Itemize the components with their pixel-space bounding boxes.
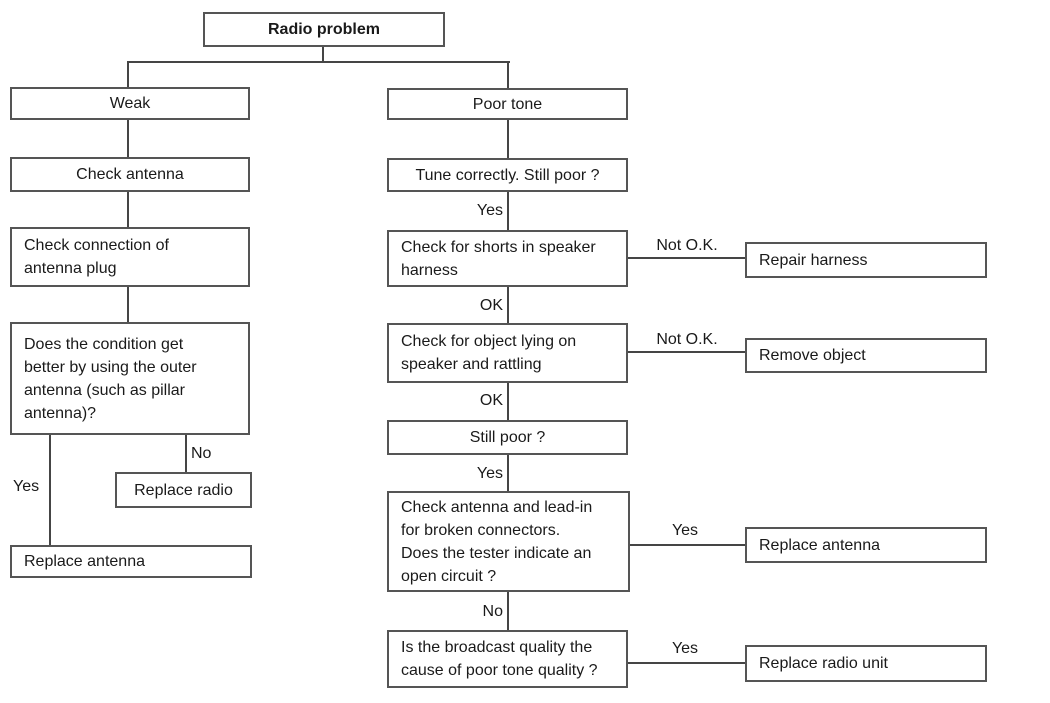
edge-label-ok: OK — [455, 391, 503, 410]
connector-poortone-tune — [507, 120, 509, 158]
node-tune-correctly: Tune correctly. Still poor ? — [387, 158, 628, 192]
node-still-poor: Still poor ? — [387, 420, 628, 455]
connector-condition-no — [185, 435, 187, 472]
connector-leadin-broadcast — [507, 592, 509, 630]
connector-object-remove — [628, 351, 745, 353]
connector-root-split — [128, 61, 510, 63]
connector-root-stub — [322, 47, 324, 62]
edge-label-yes: Yes — [640, 639, 730, 658]
connector-check-antenna-plug — [127, 192, 129, 227]
node-radio-problem: Radio problem — [203, 12, 445, 47]
connector-object-stillpoor — [507, 383, 509, 420]
node-poor-tone: Poor tone — [387, 88, 628, 120]
node-replace-antenna-right: Replace antenna — [745, 527, 987, 563]
node-remove-object: Remove object — [745, 338, 987, 373]
connector-shorts-repair — [628, 257, 745, 259]
connector-weak-check-antenna — [127, 120, 129, 157]
connector-leadin-replace-antenna — [630, 544, 745, 546]
connector-condition-yes — [49, 435, 51, 545]
connector-shorts-object — [507, 287, 509, 323]
connector-stillpoor-leadin — [507, 455, 509, 491]
connector-split-to-weak — [127, 61, 129, 87]
node-repair-harness: Repair harness — [745, 242, 987, 278]
node-check-leadin: Check antenna and lead-in for broken con… — [387, 491, 630, 592]
node-broadcast-quality: Is the broadcast quality the cause of po… — [387, 630, 628, 688]
edge-label-yes: Yes — [455, 464, 503, 483]
node-condition-better: Does the condition get better by using t… — [10, 322, 250, 435]
connector-tune-shorts — [507, 192, 509, 230]
node-replace-antenna-left: Replace antenna — [10, 545, 252, 578]
connector-split-to-poor-tone — [507, 61, 509, 88]
node-check-antenna: Check antenna — [10, 157, 250, 192]
edge-label-no: No — [191, 444, 212, 463]
edge-label-no: No — [455, 602, 503, 621]
edge-label-yes: Yes — [455, 201, 503, 220]
connector-plug-condition — [127, 287, 129, 322]
edge-label-not-ok: Not O.K. — [633, 236, 741, 255]
edge-label-ok: OK — [455, 296, 503, 315]
connector-broadcast-replace-radio-unit — [628, 662, 745, 664]
node-replace-radio-unit: Replace radio unit — [745, 645, 987, 682]
node-check-shorts: Check for shorts in speaker harness — [387, 230, 628, 287]
node-weak: Weak — [10, 87, 250, 120]
node-check-object: Check for object lying on speaker and ra… — [387, 323, 628, 383]
node-replace-radio: Replace radio — [115, 472, 252, 508]
edge-label-yes: Yes — [640, 521, 730, 540]
edge-label-yes: Yes — [13, 477, 40, 496]
node-check-connection: Check connection of antenna plug — [10, 227, 250, 287]
edge-label-not-ok: Not O.K. — [633, 330, 741, 349]
